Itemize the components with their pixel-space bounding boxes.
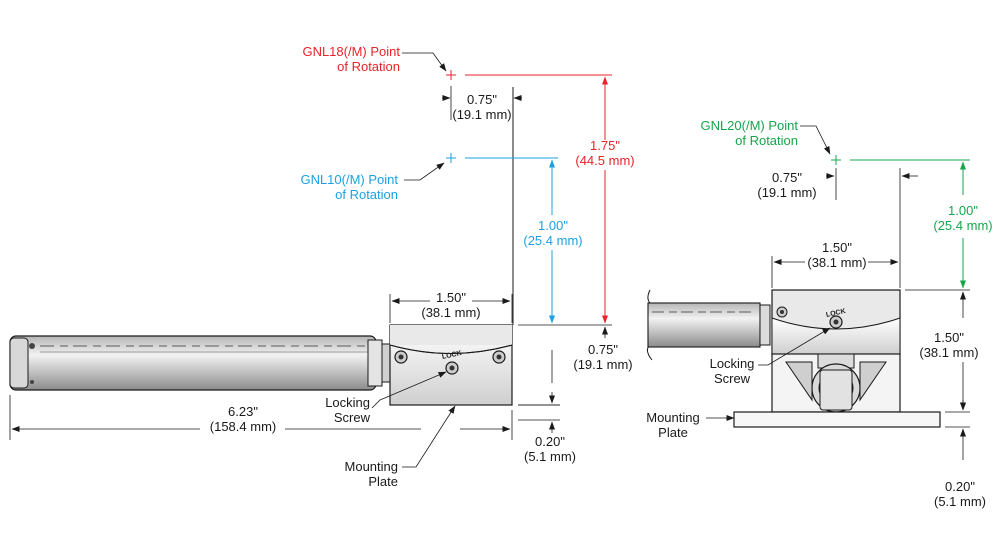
dim-075-top-label: 0.75" (19.1 mm) — [448, 92, 516, 122]
dim-020-left-mm: (5.1 mm) — [524, 449, 576, 464]
dim-075-right-view-value: 0.75" — [772, 170, 802, 185]
dim-150-top-right-mm: (38.1 mm) — [807, 255, 867, 270]
gnl18-label: GNL18(/M) Point of Rotation — [288, 44, 400, 74]
mounting-plate-left-line1: Mounting — [344, 459, 398, 474]
gnl18-label-line2: of Rotation — [337, 59, 400, 74]
dim-150-left-value: 1.50" — [436, 290, 466, 305]
locking-screw-left-label: Locking Screw — [300, 395, 370, 425]
dim-100-blue-value: 1.00" — [538, 218, 568, 233]
dim-623 — [9, 395, 513, 440]
laser-rod-right — [646, 289, 771, 361]
mounting-plate-left-label: Mounting Plate — [318, 459, 398, 489]
mounting-plate-right-label: Mounting Plate — [640, 410, 706, 440]
dim-020-right-value: 0.20" — [945, 479, 975, 494]
dim-150-right-right-mm: (38.1 mm) — [919, 345, 979, 360]
dim-075-right — [826, 168, 918, 288]
mounting-plate-right-line2: Plate — [658, 425, 688, 440]
dim-150-right-right-value: 1.50" — [934, 330, 964, 345]
mount-block-left: LOCK — [389, 324, 513, 406]
mounting-plate-right — [733, 411, 941, 428]
dim-100-blue-label: 1.00" (25.4 mm) — [518, 218, 588, 248]
dim-100-blue-mm: (25.4 mm) — [523, 233, 583, 248]
dim-150-left-label: 1.50" (38.1 mm) — [416, 290, 486, 320]
dim-175-label: 1.75" (44.5 mm) — [570, 138, 640, 168]
lock-mark-left: LOCK — [441, 350, 462, 361]
dim-020-left-label: 0.20" (5.1 mm) — [518, 434, 582, 464]
locking-screw-right-line1: Locking — [709, 356, 755, 371]
dim-623-value: 6.23" — [228, 404, 258, 419]
dim-075-top-left — [442, 86, 522, 120]
gnl10-label-line2: of Rotation — [335, 187, 398, 202]
gnl10-label-line1: GNL10(/M) Point — [300, 172, 398, 187]
gnl20-rotation-point — [800, 125, 970, 165]
locking-screw-left-line1: Locking — [325, 395, 370, 410]
laser-rod-left — [9, 335, 391, 391]
locking-screw-left-line2: Screw — [333, 410, 370, 425]
locking-screw-right-line2: Screw — [713, 371, 751, 386]
dim-150-top-right-label: 1.50" (38.1 mm) — [802, 240, 872, 270]
dim-020-right-mm: (5.1 mm) — [934, 494, 986, 509]
dim-075-right-mm: (19.1 mm) — [573, 357, 633, 372]
gnl10-label: GNL10(/M) Point of Rotation — [288, 172, 398, 202]
dim-150-top-right — [771, 256, 899, 288]
dim-075-right-value: 0.75" — [588, 342, 618, 357]
left-view: LOCK — [9, 52, 612, 468]
dim-150-right-right-label: 1.50" (38.1 mm) — [914, 330, 984, 360]
mount-block-right: LOCK — [771, 289, 901, 413]
dim-020-left-value: 0.20" — [535, 434, 565, 449]
dim-075-top-mm: (19.1 mm) — [452, 107, 512, 122]
gnl20-label-line2: of Rotation — [735, 133, 798, 148]
dim-623-label: 6.23" (158.4 mm) — [204, 404, 282, 434]
dim-100-green-mm: (25.4 mm) — [933, 218, 993, 233]
dim-020-left — [518, 392, 560, 433]
dim-075-right-label: 0.75" (19.1 mm) — [568, 342, 638, 372]
dim-150-left-mm: (38.1 mm) — [421, 305, 481, 320]
dim-175-mm: (44.5 mm) — [575, 153, 635, 168]
mounting-plate-left-line2: Plate — [368, 474, 398, 489]
gnl10-rotation-point — [404, 153, 558, 181]
gnl20-label-line1: GNL20(/M) Point — [700, 118, 798, 133]
dim-020-right — [945, 400, 970, 460]
gnl18-label-line1: GNL18(/M) Point — [302, 44, 400, 59]
mounting-plate-right-line1: Mounting — [646, 410, 700, 425]
dim-075-right-view-label: 0.75" (19.1 mm) — [752, 170, 822, 200]
dim-623-mm: (158.4 mm) — [209, 419, 277, 434]
right-view: LOCK — [646, 125, 970, 460]
dim-100-green-value: 1.00" — [948, 203, 978, 218]
dim-150-top-right-value: 1.50" — [822, 240, 852, 255]
gnl18-rotation-point — [402, 52, 612, 80]
locking-screw-right-label: Locking Screw — [700, 356, 764, 386]
dim-175-value: 1.75" — [590, 138, 620, 153]
dim-075-right-view-mm: (19.1 mm) — [757, 185, 817, 200]
dim-075-top-value: 0.75" — [467, 92, 497, 107]
dim-020-right-label: 0.20" (5.1 mm) — [928, 479, 992, 509]
gnl20-label: GNL20(/M) Point of Rotation — [688, 118, 798, 148]
dim-150-left — [389, 294, 513, 323]
dim-100-green-label: 1.00" (25.4 mm) — [928, 203, 998, 233]
lock-mark-right: LOCK — [825, 308, 846, 319]
